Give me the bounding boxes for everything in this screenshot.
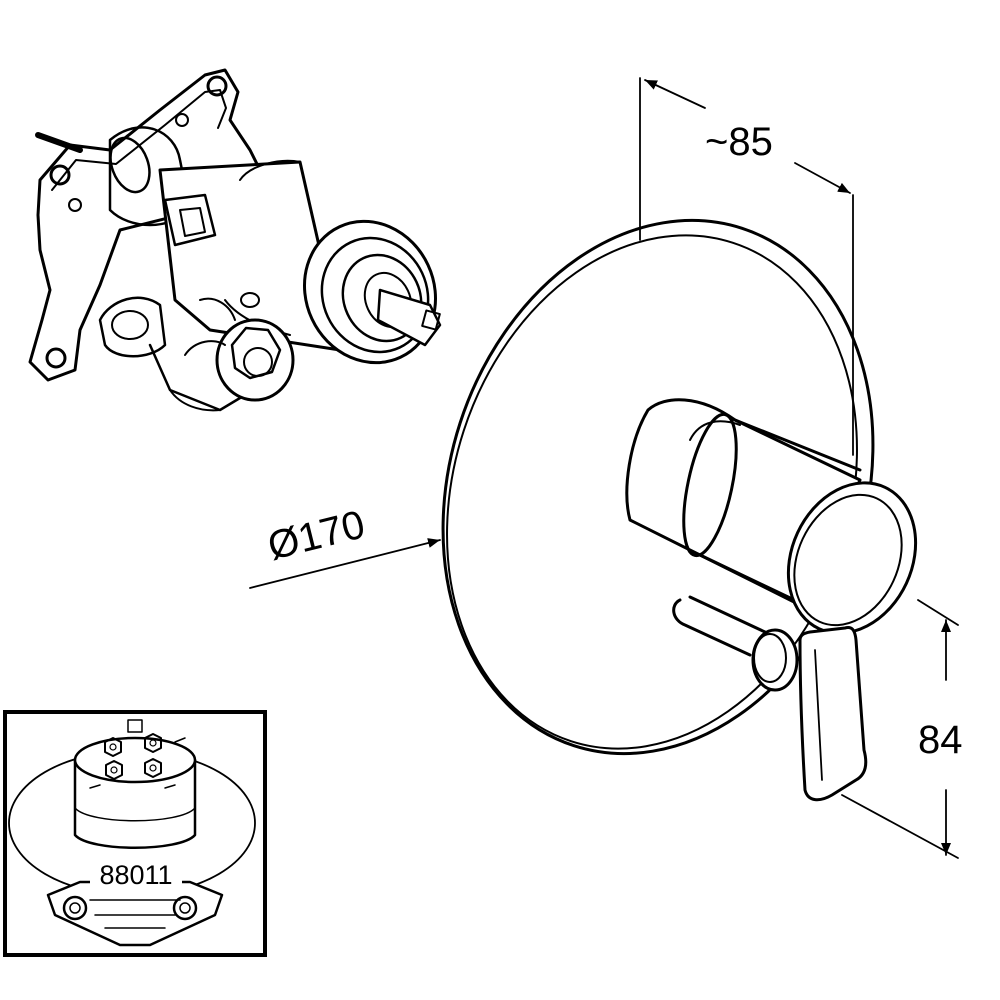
diameter-dimension-label: Ø170 xyxy=(264,502,370,568)
inset-panel: 88011 xyxy=(3,710,267,957)
mixer-cap xyxy=(786,481,918,635)
lever-handle xyxy=(798,626,868,802)
height-dimension-label: 84 xyxy=(918,718,963,762)
diverter-knob xyxy=(672,598,752,657)
rough-in-valve-illustration xyxy=(28,68,442,412)
part-number-label: 88011 xyxy=(99,860,172,890)
trim-illustration xyxy=(441,218,918,802)
depth-dimension-label: ~85 xyxy=(705,120,773,164)
dimension-lines xyxy=(249,77,959,859)
